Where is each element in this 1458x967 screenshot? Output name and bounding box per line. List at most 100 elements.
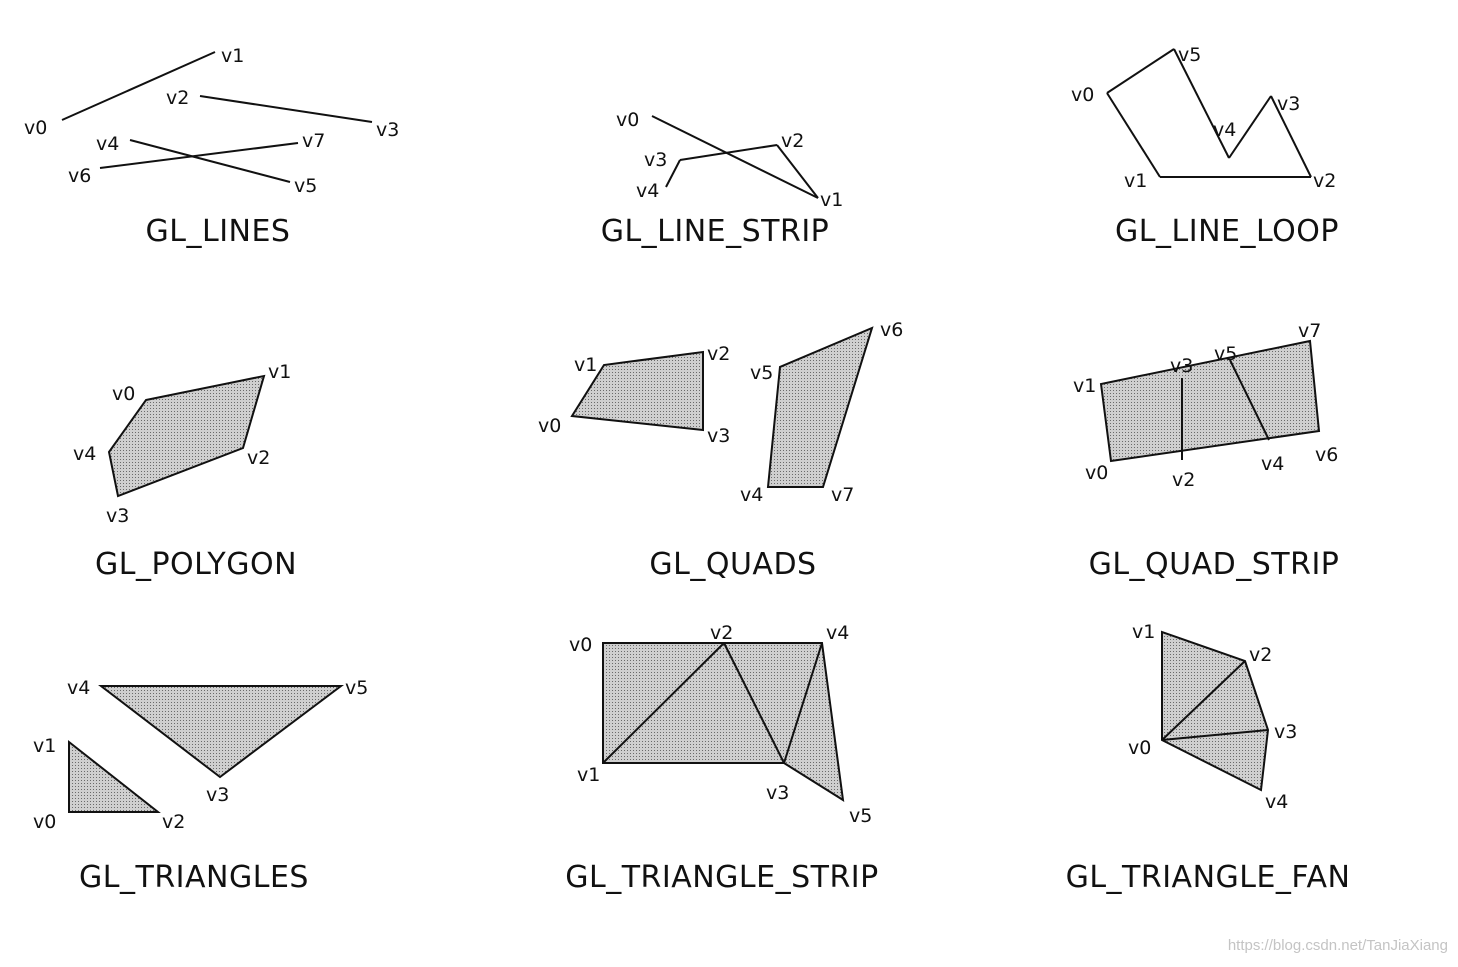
triangles-vertex-label-v0: v0 (33, 811, 56, 833)
line_loop-title: GL_LINE_LOOP (1115, 214, 1339, 249)
triangle_strip-vertex-label-v3: v3 (766, 782, 789, 804)
quads-face-1 (766, 326, 874, 488)
line_loop-vertex-label-v2: v2 (1313, 170, 1336, 192)
watermark-text: https://blog.csdn.net/TanJiaXiang (1227, 937, 1448, 954)
triangle_strip-edge-3 (783, 642, 823, 764)
line_loop-edge-3 (1228, 95, 1272, 159)
quads-vertex-label-v0: v0 (538, 415, 561, 437)
triangle_strip-face-0 (602, 642, 845, 802)
quad_strip-face-0 (1099, 339, 1321, 463)
lines-edge-2 (129, 139, 291, 183)
polygon-vertex-label-v2: v2 (247, 447, 270, 469)
triangle_fan-edge-1 (1161, 729, 1269, 741)
triangle_fan-vertex-label-v4: v4 (1265, 791, 1288, 813)
line_strip-vertex-label-v2: v2 (781, 130, 804, 152)
triangle_strip-vertex-label-v0: v0 (569, 634, 592, 656)
polygon-vertex-label-v1: v1 (268, 361, 291, 383)
quads-vertex-label-v7: v7 (831, 484, 854, 506)
triangles-vertex-label-v3: v3 (206, 784, 229, 806)
triangles-face-1 (98, 685, 344, 779)
quad_strip-vertex-label-v7: v7 (1298, 320, 1321, 342)
quad_strip-edge-1 (1229, 359, 1270, 441)
quads-vertex-label-v5: v5 (750, 362, 773, 384)
polygon-vertex-label-v3: v3 (106, 505, 129, 527)
quads-title: GL_QUADS (649, 547, 816, 582)
triangles-face-0 (68, 739, 161, 813)
quads-vertex-label-v4: v4 (740, 484, 763, 506)
quad_strip-vertex-label-v3: v3 (1170, 355, 1193, 377)
line_loop-edge-5 (1106, 48, 1175, 94)
quads-vertex-label-v2: v2 (707, 343, 730, 365)
line_loop-edge-2 (1270, 95, 1312, 178)
line_loop-vertex-label-v0: v0 (1071, 84, 1094, 106)
line_loop-edge-4 (1173, 48, 1230, 159)
quads-face-0 (570, 350, 704, 432)
triangle_strip-title: GL_TRIANGLE_STRIP (565, 860, 879, 895)
triangle_fan-face-0 (1161, 630, 1270, 792)
polygon-vertex-label-v4: v4 (73, 443, 96, 465)
triangle_fan-vertex-label-v3: v3 (1274, 721, 1297, 743)
triangle_strip-vertex-label-v1: v1 (577, 764, 600, 786)
triangles-title: GL_TRIANGLES (79, 860, 309, 895)
line_strip-vertex-label-v1: v1 (820, 189, 843, 211)
triangles-vertex-label-v1: v1 (33, 735, 56, 757)
triangle_strip-vertex-label-v2: v2 (710, 622, 733, 644)
line_loop-vertex-label-v1: v1 (1124, 170, 1147, 192)
triangle_strip-vertex-label-v4: v4 (826, 622, 849, 644)
line_strip-edge-2 (679, 144, 778, 161)
polygon-face-0 (107, 374, 266, 498)
lines-vertex-label-v2: v2 (166, 87, 189, 109)
triangle_strip-edge-2 (723, 642, 785, 764)
line_loop-edge-0 (1106, 92, 1161, 178)
quad_strip-vertex-label-v2: v2 (1172, 469, 1195, 491)
lines-title: GL_LINES (146, 214, 291, 249)
quad_strip-vertex-label-v6: v6 (1315, 444, 1338, 466)
line_loop-vertex-label-v5: v5 (1178, 44, 1201, 66)
triangle_strip-vertex-label-v5: v5 (849, 805, 872, 827)
triangle_fan-edge-0 (1161, 660, 1246, 741)
lines-vertex-label-v5: v5 (294, 175, 317, 197)
triangle_fan-vertex-label-v2: v2 (1249, 644, 1272, 666)
lines-vertex-label-v0: v0 (24, 117, 47, 139)
quads-vertex-label-v6: v6 (880, 319, 903, 341)
quad_strip-vertex-label-v5: v5 (1214, 343, 1237, 365)
lines-edge-3 (99, 142, 299, 169)
line_strip-vertex-label-v0: v0 (616, 109, 639, 131)
quad_strip-vertex-label-v1: v1 (1073, 375, 1096, 397)
line_strip-title: GL_LINE_STRIP (601, 214, 830, 249)
line_strip-vertex-label-v3: v3 (644, 149, 667, 171)
triangle_fan-vertex-label-v0: v0 (1128, 737, 1151, 759)
lines-vertex-label-v4: v4 (96, 133, 119, 155)
line_strip-edge-0 (651, 115, 819, 199)
triangles-vertex-label-v5: v5 (345, 677, 368, 699)
quad_strip-title: GL_QUAD_STRIP (1089, 547, 1340, 582)
line_strip-edge-1 (776, 144, 819, 199)
quad_strip-vertex-label-v4: v4 (1261, 453, 1284, 475)
line_strip-vertex-label-v4: v4 (636, 180, 659, 202)
quads-vertex-label-v3: v3 (707, 425, 730, 447)
triangles-vertex-label-v4: v4 (67, 677, 90, 699)
lines-vertex-label-v1: v1 (221, 45, 244, 67)
lines-edge-0 (61, 51, 216, 121)
lines-edge-1 (199, 95, 373, 123)
lines-vertex-label-v3: v3 (376, 119, 399, 141)
line_loop-vertex-label-v3: v3 (1277, 93, 1300, 115)
lines-vertex-label-v6: v6 (68, 165, 91, 187)
polygon-title: GL_POLYGON (95, 547, 297, 582)
line_strip-edge-3 (665, 159, 681, 188)
triangles-vertex-label-v2: v2 (162, 811, 185, 833)
triangle_fan-vertex-label-v1: v1 (1132, 621, 1155, 643)
quad_strip-vertex-label-v0: v0 (1085, 462, 1108, 484)
polygon-vertex-label-v0: v0 (112, 383, 135, 405)
